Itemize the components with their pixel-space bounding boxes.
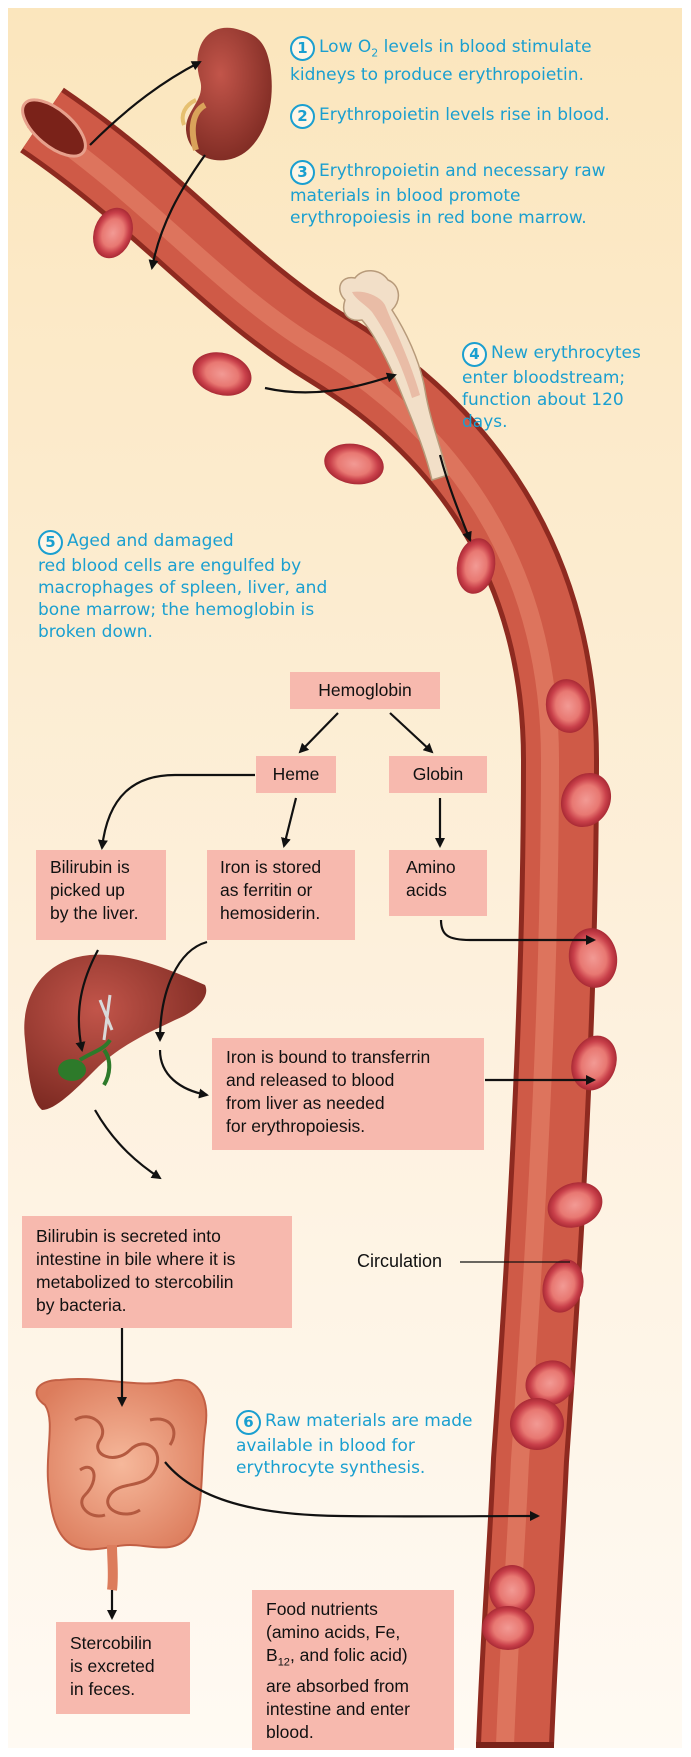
stercobilin-box: Stercobilin is excreted in feces. — [56, 1622, 190, 1714]
step-number-badge: 3 — [290, 160, 315, 185]
step-number-badge: 1 — [290, 36, 315, 61]
iron-stored-box: Iron is stored as ferritin or hemosideri… — [207, 850, 355, 940]
step-number-badge: 6 — [236, 1410, 261, 1435]
step-number-badge: 4 — [462, 342, 487, 367]
red-blood-cell — [510, 1398, 564, 1450]
globin-box: Globin — [389, 756, 487, 793]
hemoglobin-box: Hemoglobin — [290, 672, 440, 709]
step-number-badge: 5 — [38, 530, 63, 555]
food-nutrients-box: Food nutrients (amino acids, Fe, B12, an… — [252, 1590, 454, 1750]
heme-box: Heme — [256, 756, 336, 793]
gallbladder-icon — [58, 1059, 86, 1081]
bilirubin-intestine-box: Bilirubin is secreted into intestine in … — [22, 1216, 292, 1328]
bilirubin-liver-box: Bilirubin is picked up by the liver. — [36, 850, 166, 940]
amino-acids-box: Amino acids — [389, 850, 487, 916]
circulation-label: Circulation — [357, 1251, 442, 1272]
step-number-badge: 2 — [290, 104, 315, 129]
red-blood-cell — [482, 1606, 534, 1650]
iron-transferrin-box: Iron is bound to transferrin and release… — [212, 1038, 484, 1150]
